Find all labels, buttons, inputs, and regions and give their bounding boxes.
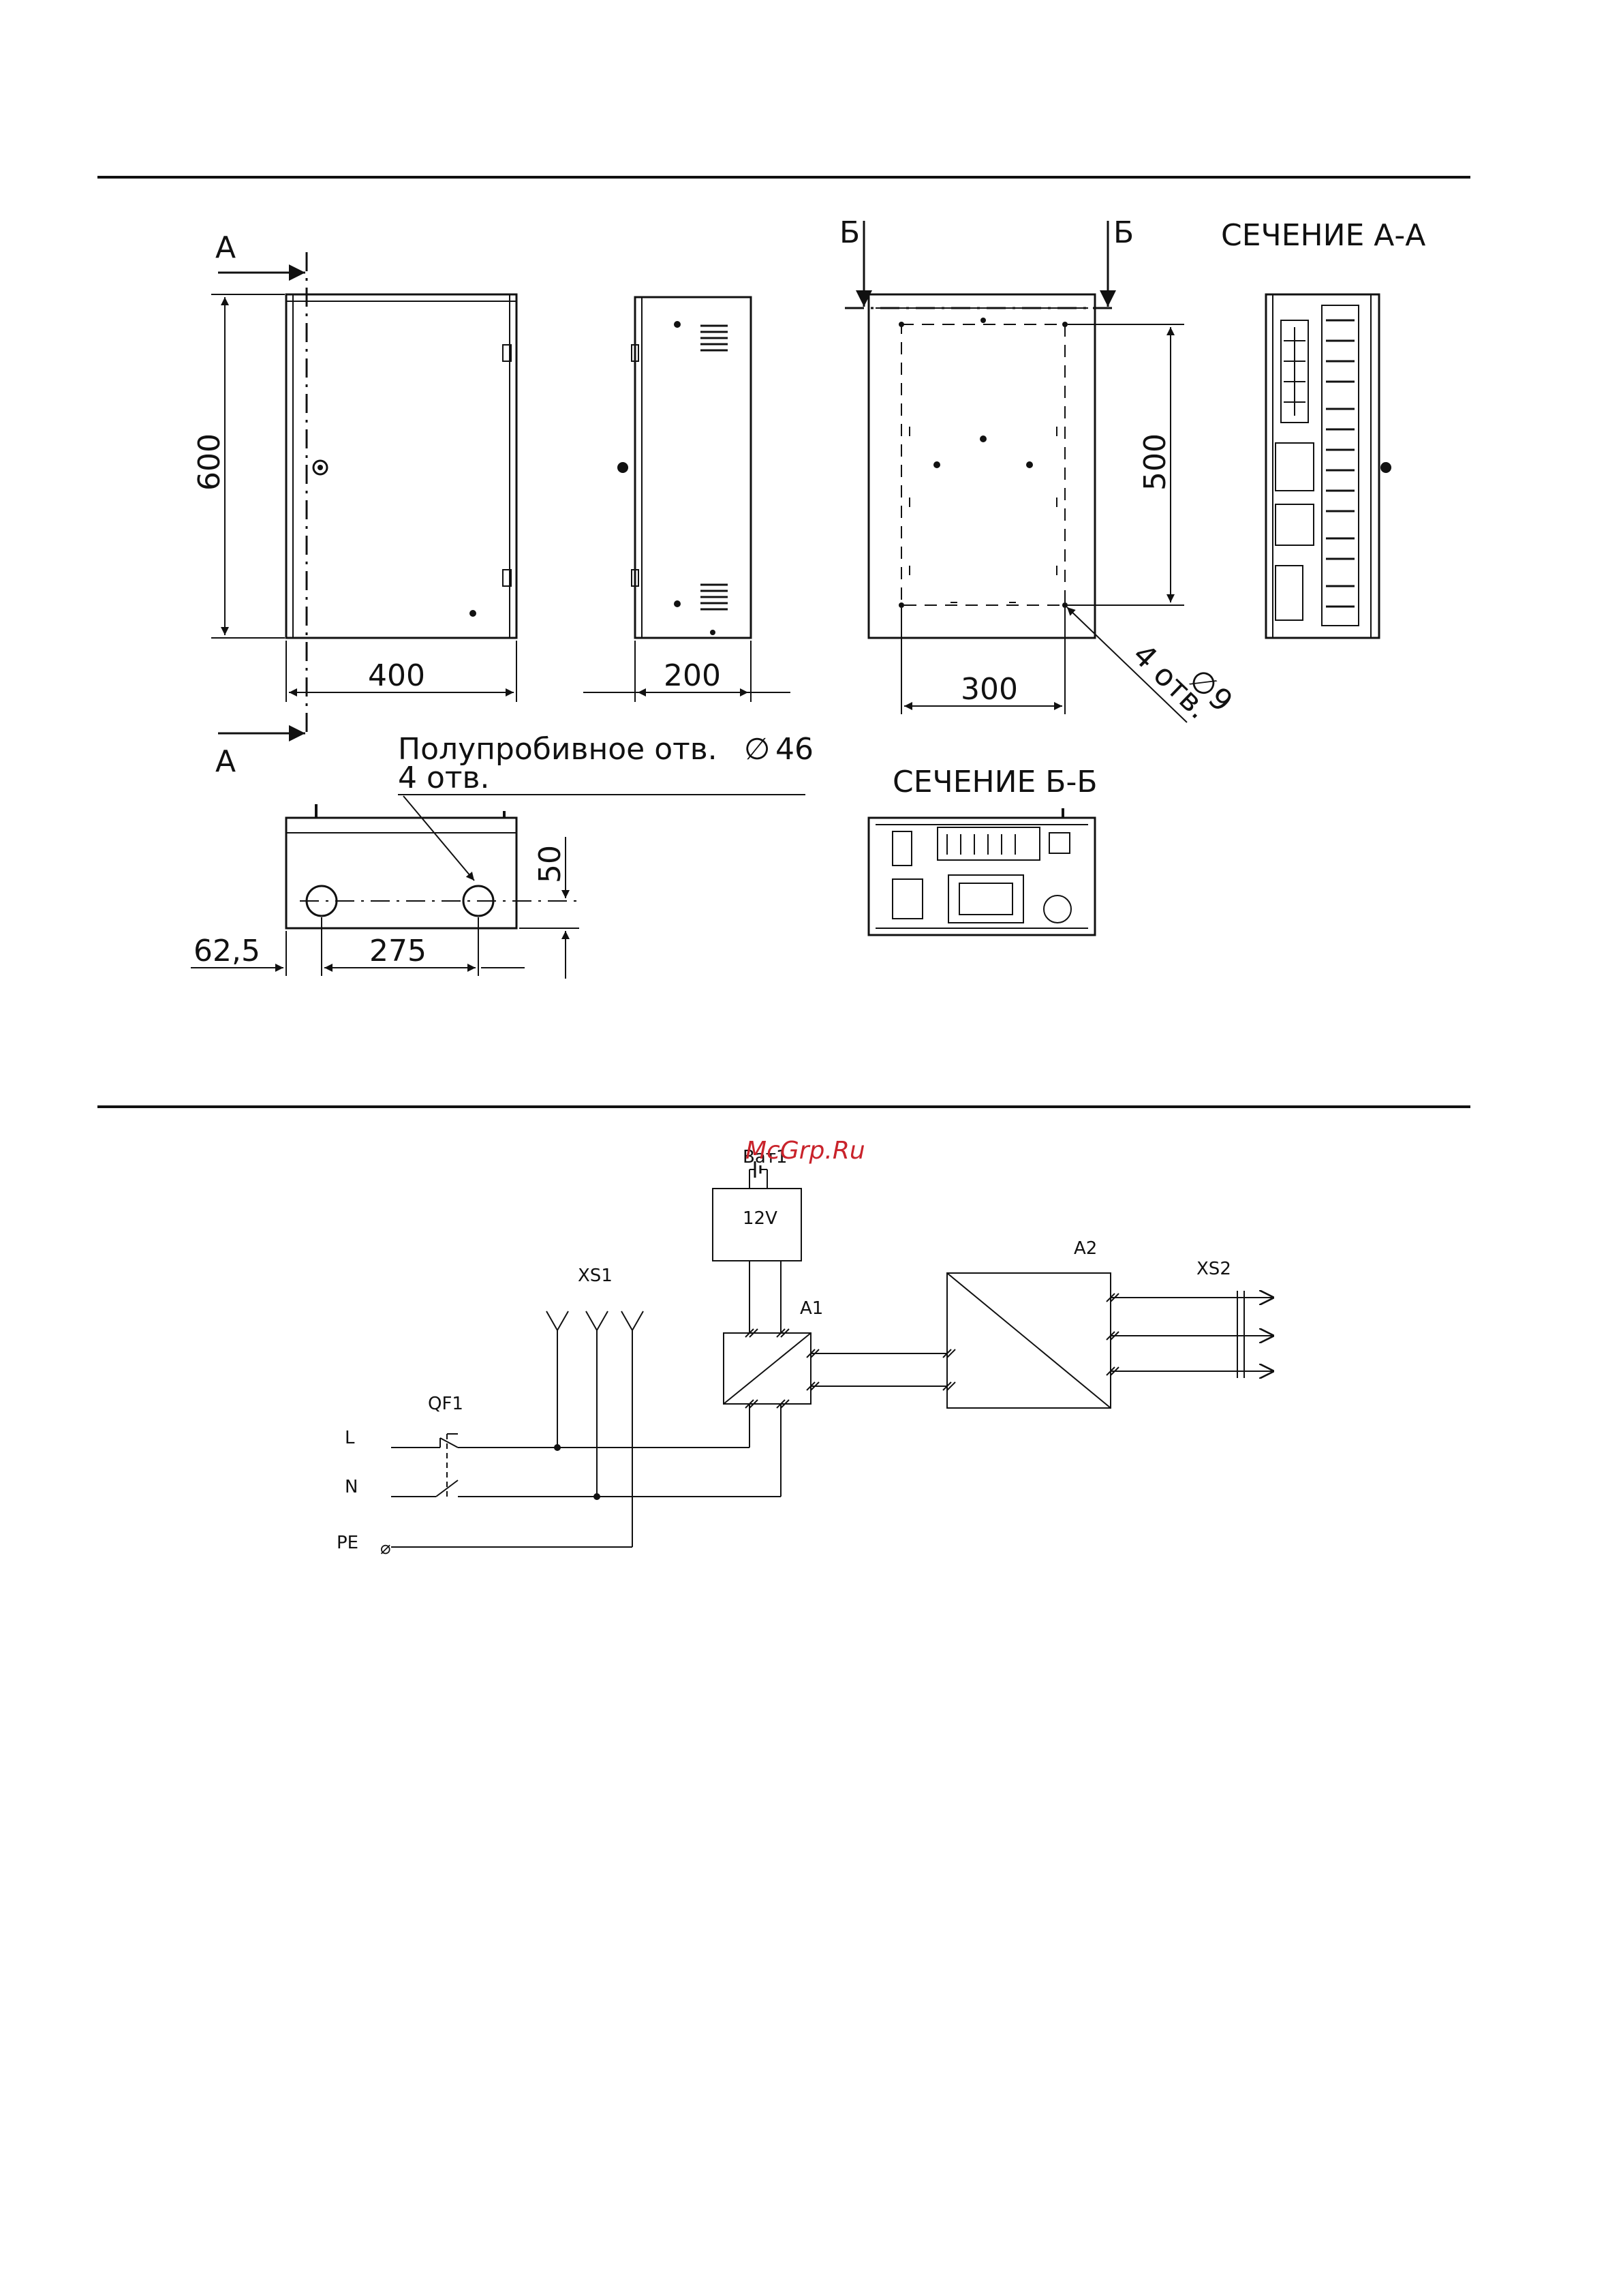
dim-offset-label: 62,5: [194, 934, 260, 968]
side-view: 200: [583, 297, 790, 702]
section-bb: СЕЧЕНИЕ Б-Б: [869, 765, 1098, 935]
a2-label: A2: [1074, 1238, 1097, 1259]
dim-height-label: 600: [192, 433, 227, 491]
line-n-label: N: [345, 1477, 358, 1497]
a1-label: A1: [800, 1298, 823, 1319]
bottom-view: Полупробивное отв. ∅ 46 4 отв. 62,5 275 …: [191, 732, 814, 979]
section-a-label-bottom: A: [215, 744, 236, 779]
xs1-label: XS1: [578, 1266, 613, 1286]
section-b-label-right: Б: [1113, 215, 1134, 250]
watermark: McGrp.Ru: [745, 1137, 865, 1165]
battery-voltage-label: 12V: [743, 1208, 777, 1229]
dim-mount-height-label: 500: [1138, 433, 1173, 491]
section-bb-title: СЕЧЕНИЕ Б-Б: [893, 765, 1098, 799]
line-pe-label: PE: [337, 1533, 358, 1553]
section-aa: СЕЧЕНИЕ А-А: [1221, 218, 1425, 638]
dim-mount-width-label: 300: [961, 672, 1018, 707]
knockout-diameter-label: 46: [775, 732, 814, 767]
qf1-label: QF1: [428, 1394, 463, 1414]
section-a-label-top: A: [215, 230, 236, 265]
knockout-diameter-symbol: ∅: [744, 732, 770, 767]
xs2-label: XS2: [1196, 1259, 1231, 1279]
rear-view: Б Б 500 300 ∅ 9 4 отв.: [839, 215, 1239, 726]
section-aa-title: СЕЧЕНИЕ А-А: [1221, 218, 1425, 253]
line-l-label: L: [345, 1428, 355, 1448]
dim-knockout-height-label: 50: [533, 845, 568, 883]
knockout-count-label: 4 отв.: [398, 761, 489, 795]
front-view: A A 600 400: [192, 230, 516, 779]
section-b-label-left: Б: [839, 215, 860, 250]
schematic: Ват1 12V XS1 A1 A2 XS2 QF1 L N PE ⌀: [337, 1147, 1274, 1559]
dim-width-label: 400: [368, 658, 425, 693]
pe-terminal-symbol: ⌀: [380, 1538, 391, 1559]
dim-knockout-spacing-label: 275: [369, 934, 427, 968]
dim-depth-label: 200: [664, 658, 721, 693]
